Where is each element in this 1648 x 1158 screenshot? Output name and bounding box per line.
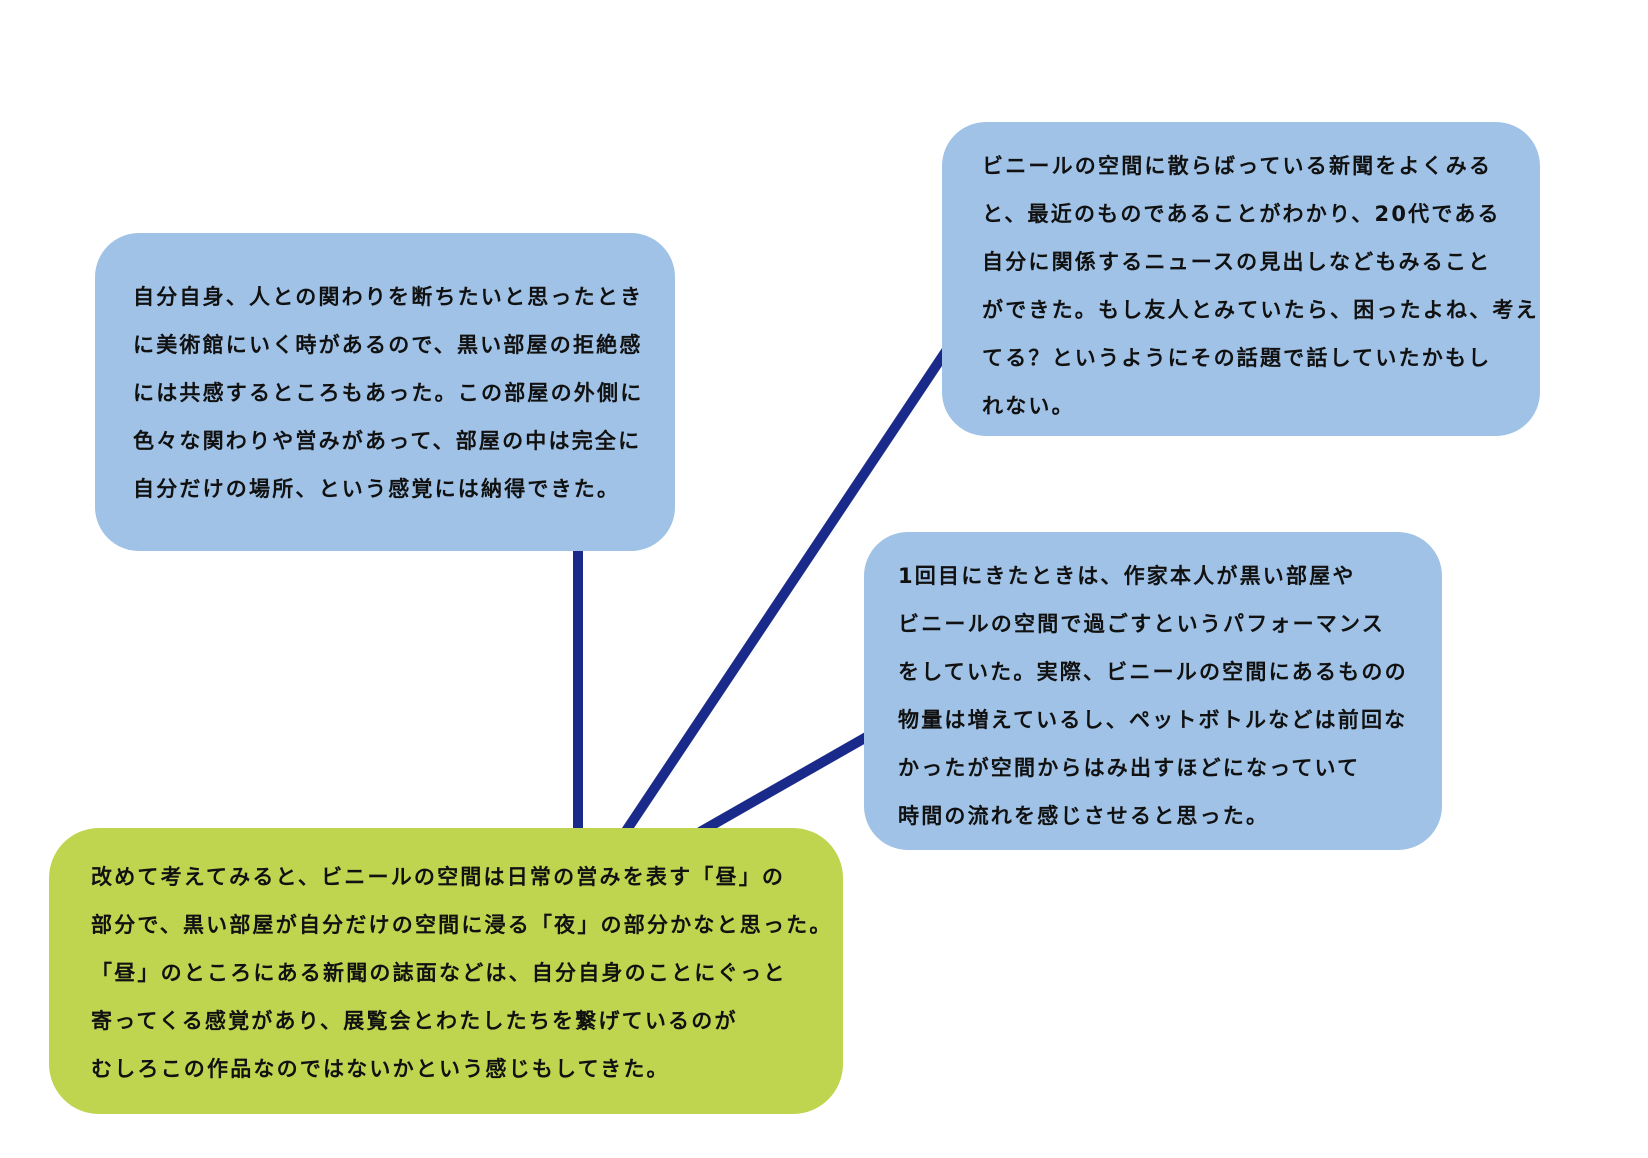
note-left-line: 自分自身、人との関わりを断ちたいと思ったとき	[133, 285, 644, 309]
note-top-right-line: てる？というようにその話題で話していたかもし	[982, 346, 1492, 370]
note-top-right-line: ができた。もし友人とみていたら、困ったよね、考え	[982, 298, 1539, 322]
note-mid-right-line: かったが空間からはみ出すほどになっていて	[898, 756, 1361, 780]
note-mid-right: 1回目にきたときは、作家本人が黒い部屋や ビニールの空間で過ごすというパフォーマ…	[864, 532, 1442, 850]
note-left: 自分自身、人との関わりを断ちたいと思ったとき に美術館にいく時があるので、黒い部…	[95, 233, 675, 551]
note-central-line: 部分で、黒い部屋が自分だけの空間に浸る「夜」の部分かなと思った。	[91, 913, 833, 937]
note-mid-right-line: 物量は増えているし、ペットボトルなどは前回な	[898, 708, 1408, 732]
note-central-line: 寄ってくる感覚があり、展覧会とわたしたちを繋げているのが	[91, 1009, 738, 1033]
connector-midright-to-central	[697, 730, 873, 837]
note-top-right: ビニールの空間に散らばっている新聞をよくみる と、最近のものであることがわかり、…	[942, 122, 1540, 436]
note-mid-right-line: 時間の流れを感じさせると思った。	[898, 804, 1270, 828]
note-left-line: には共感するところもあった。この部屋の外側に	[133, 381, 644, 405]
note-central-line: 改めて考えてみると、ビニールの空間は日常の営みを表す「昼」の	[91, 865, 786, 889]
note-mid-right-line: をしていた。実際、ビニールの空間にあるものの	[898, 660, 1408, 684]
note-top-right-line: と、最近のものであることがわかり、20代である	[982, 202, 1501, 226]
note-left-line: 色々な関わりや営みがあって、部屋の中は完全に	[133, 429, 642, 453]
note-central-line: むしろこの作品なのではないかという感じもしてきた。	[91, 1057, 670, 1081]
note-top-right-line: ビニールの空間に散らばっている新聞をよくみる	[982, 154, 1493, 178]
note-central-line: 「昼」のところにある新聞の誌面などは、自分自身のことにぐっと	[91, 961, 787, 985]
connector-topright-to-central	[615, 345, 953, 843]
note-mid-right-line: ビニールの空間で過ごすというパフォーマンス	[898, 612, 1385, 636]
note-top-right-line: 自分に関係するニュースの見出しなどもみること	[982, 250, 1492, 274]
note-central-conclusion: 改めて考えてみると、ビニールの空間は日常の営みを表す「昼」の 部分で、黒い部屋が…	[49, 828, 843, 1114]
note-left-line: 自分だけの場所、という感覚には納得できた。	[133, 477, 621, 501]
note-top-right-line: れない。	[982, 394, 1075, 418]
note-left-line: に美術館にいく時があるので、黒い部屋の拒絶感	[133, 333, 643, 357]
note-mid-right-line: 1回目にきたときは、作家本人が黒い部屋や	[898, 564, 1356, 588]
